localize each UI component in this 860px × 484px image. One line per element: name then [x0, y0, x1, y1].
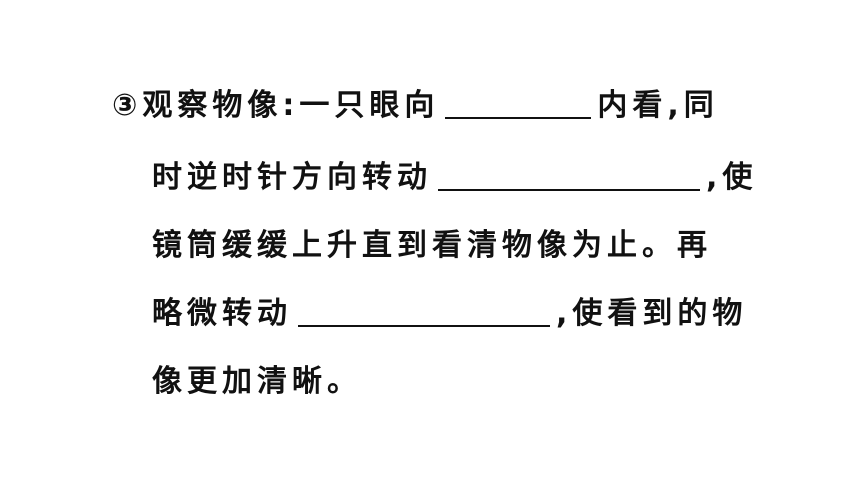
question-line-5: 像更加清晰。 [152, 362, 362, 402]
answer-blank-3[interactable] [298, 295, 550, 327]
question-line-2: 时逆时针方向转动 ,使 [152, 158, 757, 198]
answer-blank-2[interactable] [438, 159, 700, 191]
question-text-clearer: 像更加清晰。 [152, 364, 362, 399]
question-text-slightly-rotate: 略微转动 [152, 296, 292, 331]
question-line-1: ③观察物像:一只眼向 内看,同 [112, 86, 719, 126]
question-text-see-object: ,使看到的物 [556, 296, 748, 331]
answer-blank-1[interactable] [445, 87, 592, 119]
question-text-rotate: 时逆时针方向转动 [152, 160, 432, 195]
question-line-4: 略微转动 ,使看到的物 [152, 294, 747, 334]
question-text-observe: ③观察物像:一只眼向 [112, 88, 440, 123]
question-text-look-in: 内看,同 [597, 88, 719, 123]
question-text-make: ,使 [706, 160, 758, 195]
question-text-tube-rise: 镜筒缓缓上升直到看清物像为止。再 [152, 228, 712, 263]
question-line-3: 镜筒缓缓上升直到看清物像为止。再 [152, 226, 712, 266]
